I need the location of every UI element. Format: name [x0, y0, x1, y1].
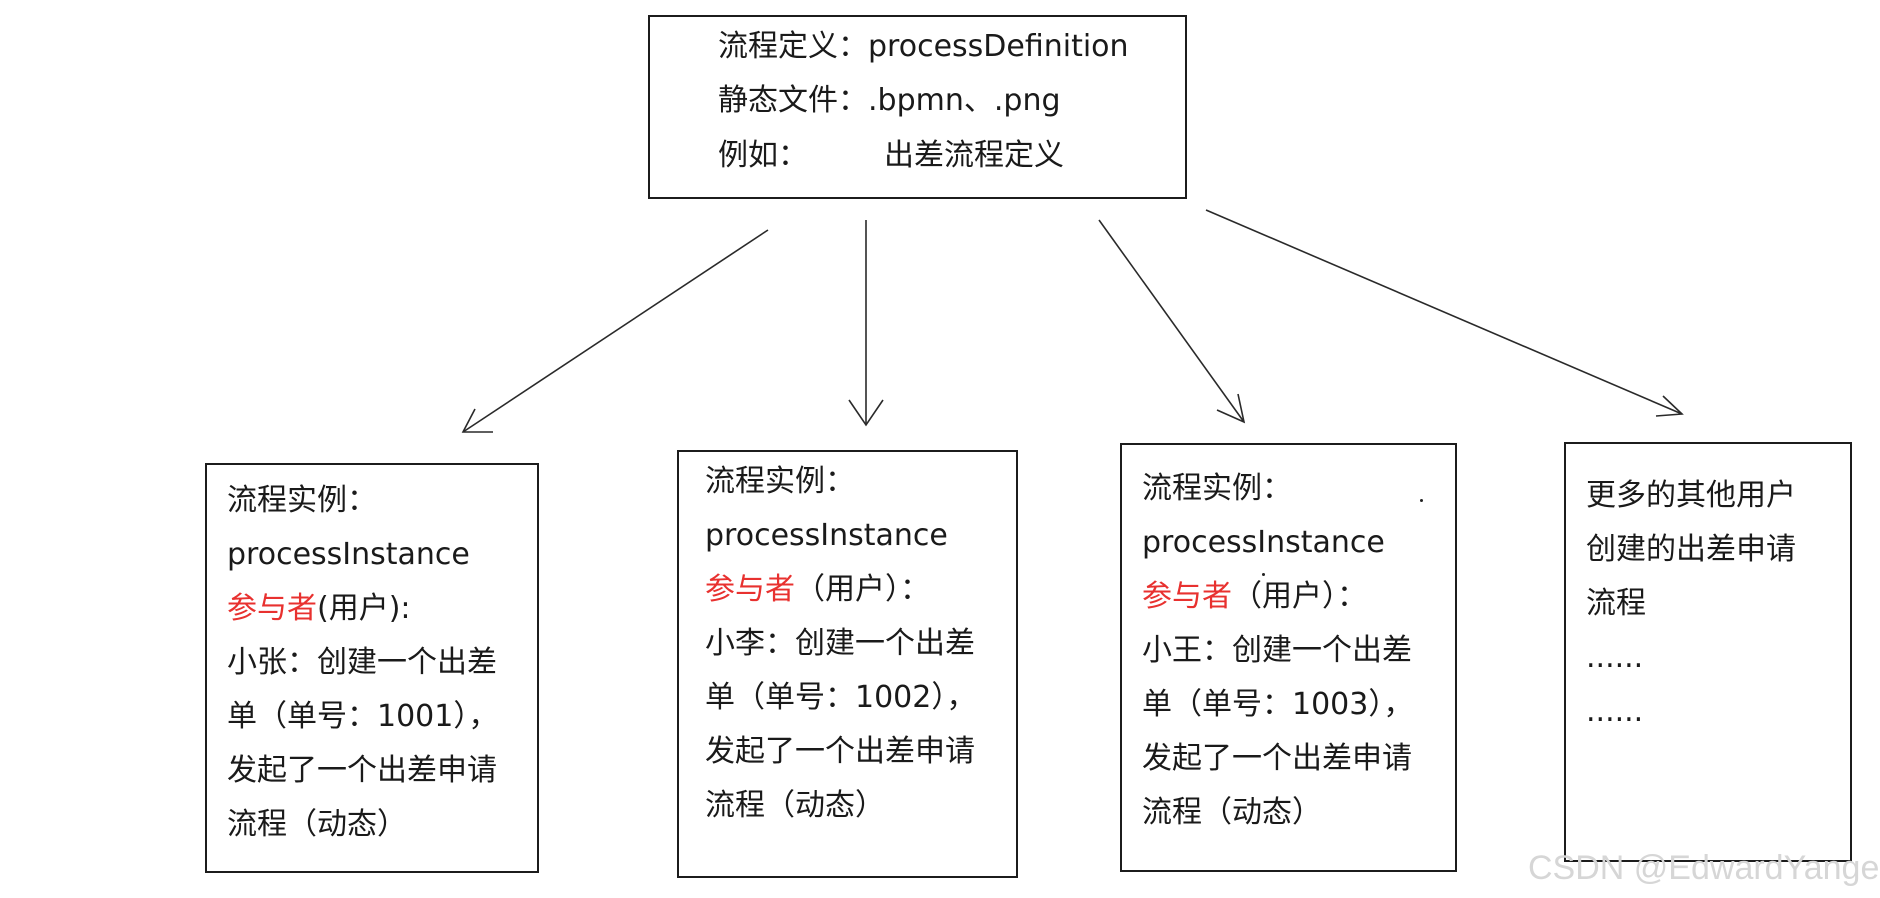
instance-title: 流程实例： [227, 483, 377, 518]
definition-line-1: 流程定义：processDefinition [718, 29, 1129, 64]
more-users-box: 更多的其他用户 创建的出差申请 流程 ...... ...... [1564, 442, 1852, 862]
instance-desc-2: 单（单号：1003）， [1142, 687, 1414, 722]
process-instance-box-1: 流程实例： processInstance 参与者(用户): 小张：创建一个出差… [205, 463, 539, 873]
more-line-5: ...... [1586, 694, 1644, 729]
instance-desc-1: 小李：创建一个出差 [705, 626, 975, 661]
instance-name: processInstance [1142, 525, 1385, 560]
participant-label: 参与者 [705, 572, 795, 607]
participant-suffix: (用户): [317, 591, 411, 626]
instance-desc-3: 发起了一个出差申请 [227, 753, 497, 788]
instance-desc-4: 流程（动态） [705, 788, 885, 823]
stray-dot [1420, 499, 1423, 502]
process-instance-box-2: 流程实例： processInstance 参与者（用户）： 小李：创建一个出差… [677, 450, 1018, 878]
instance-desc-1: 小张：创建一个出差 [227, 645, 497, 680]
process-instance-box-3: 流程实例： processInstance 参与者（用户）： 小王：创建一个出差… [1120, 443, 1457, 872]
definition-line-3-value: 出差流程定义 [884, 138, 1064, 173]
instance-desc-4: 流程（动态） [227, 807, 407, 842]
instance-desc-1: 小王：创建一个出差 [1142, 633, 1412, 668]
arrow-to-more [1205, 209, 1684, 417]
more-line-3: 流程 [1586, 586, 1646, 621]
instance-participant: 参与者（用户）： [705, 572, 930, 608]
arrow-to-instance-2 [848, 220, 884, 427]
instance-desc-2: 单（单号：1001）， [227, 699, 499, 734]
participant-label: 参与者 [1142, 579, 1232, 614]
participant-label: 参与者 [227, 591, 317, 626]
instance-desc-3: 发起了一个出差申请 [705, 734, 975, 769]
process-definition-box: 流程定义：processDefinition 静态文件：.bpmn、.png 例… [648, 15, 1187, 199]
watermark: CSDN @EdwardYange [1528, 849, 1880, 887]
more-line-2: 创建的出差申请 [1586, 532, 1796, 567]
instance-title: 流程实例： [1142, 471, 1292, 506]
stray-dot [1262, 573, 1265, 576]
instance-desc-4: 流程（动态） [1142, 795, 1322, 830]
instance-name: processInstance [705, 518, 948, 553]
more-line-4: ...... [1586, 640, 1644, 675]
arrow-to-instance-3 [1098, 219, 1246, 424]
participant-suffix: （用户）： [795, 572, 930, 607]
arrow-to-instance-1 [461, 229, 769, 433]
instance-title: 流程实例： [705, 464, 855, 499]
definition-line-2: 静态文件：.bpmn、.png [718, 83, 1061, 118]
instance-participant: 参与者(用户): [227, 591, 411, 627]
instance-desc-3: 发起了一个出差申请 [1142, 741, 1412, 776]
more-line-1: 更多的其他用户 [1586, 478, 1796, 513]
instance-name: processInstance [227, 537, 470, 572]
participant-suffix: （用户）： [1232, 579, 1367, 614]
instance-participant: 参与者（用户）： [1142, 579, 1367, 615]
definition-line-3-label: 例如： [718, 138, 808, 173]
instance-desc-2: 单（单号：1002）， [705, 680, 977, 715]
